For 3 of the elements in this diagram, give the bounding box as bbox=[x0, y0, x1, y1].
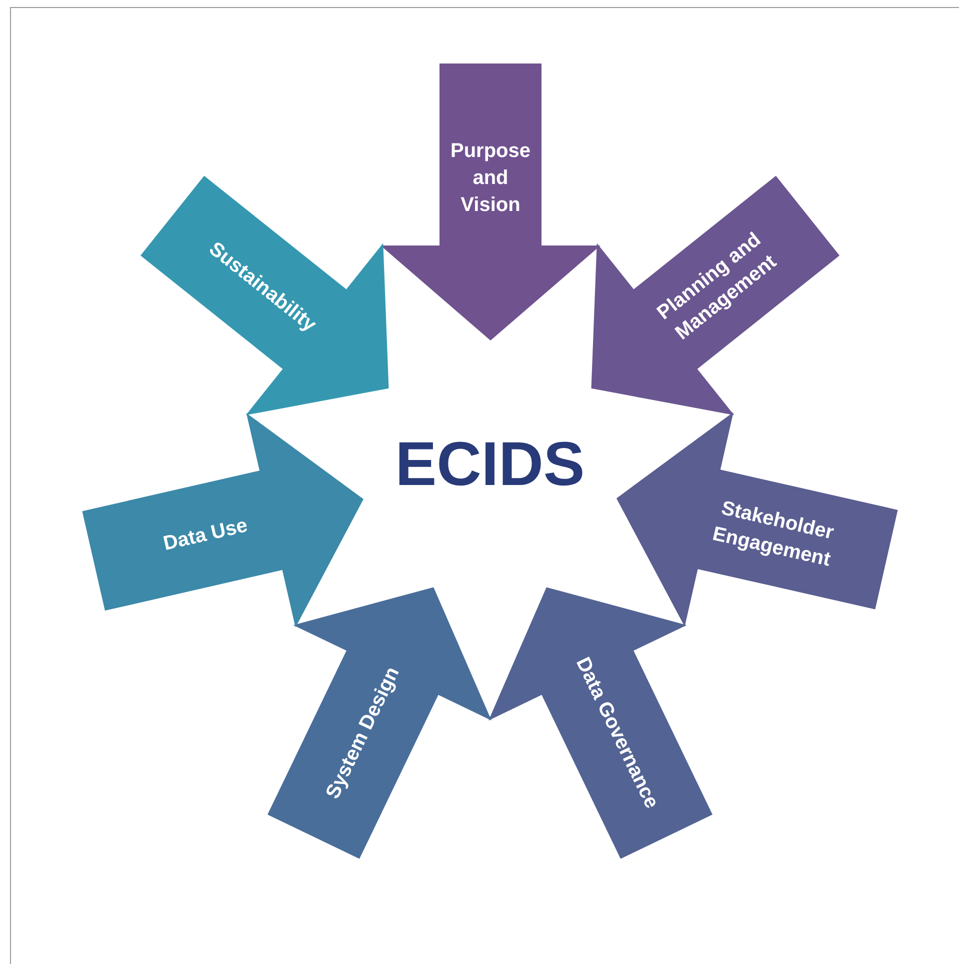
arrow-label: Data Use bbox=[160, 513, 250, 557]
center-title: ECIDS bbox=[395, 434, 585, 496]
arrow-label: Purpose and Vision bbox=[448, 138, 532, 218]
